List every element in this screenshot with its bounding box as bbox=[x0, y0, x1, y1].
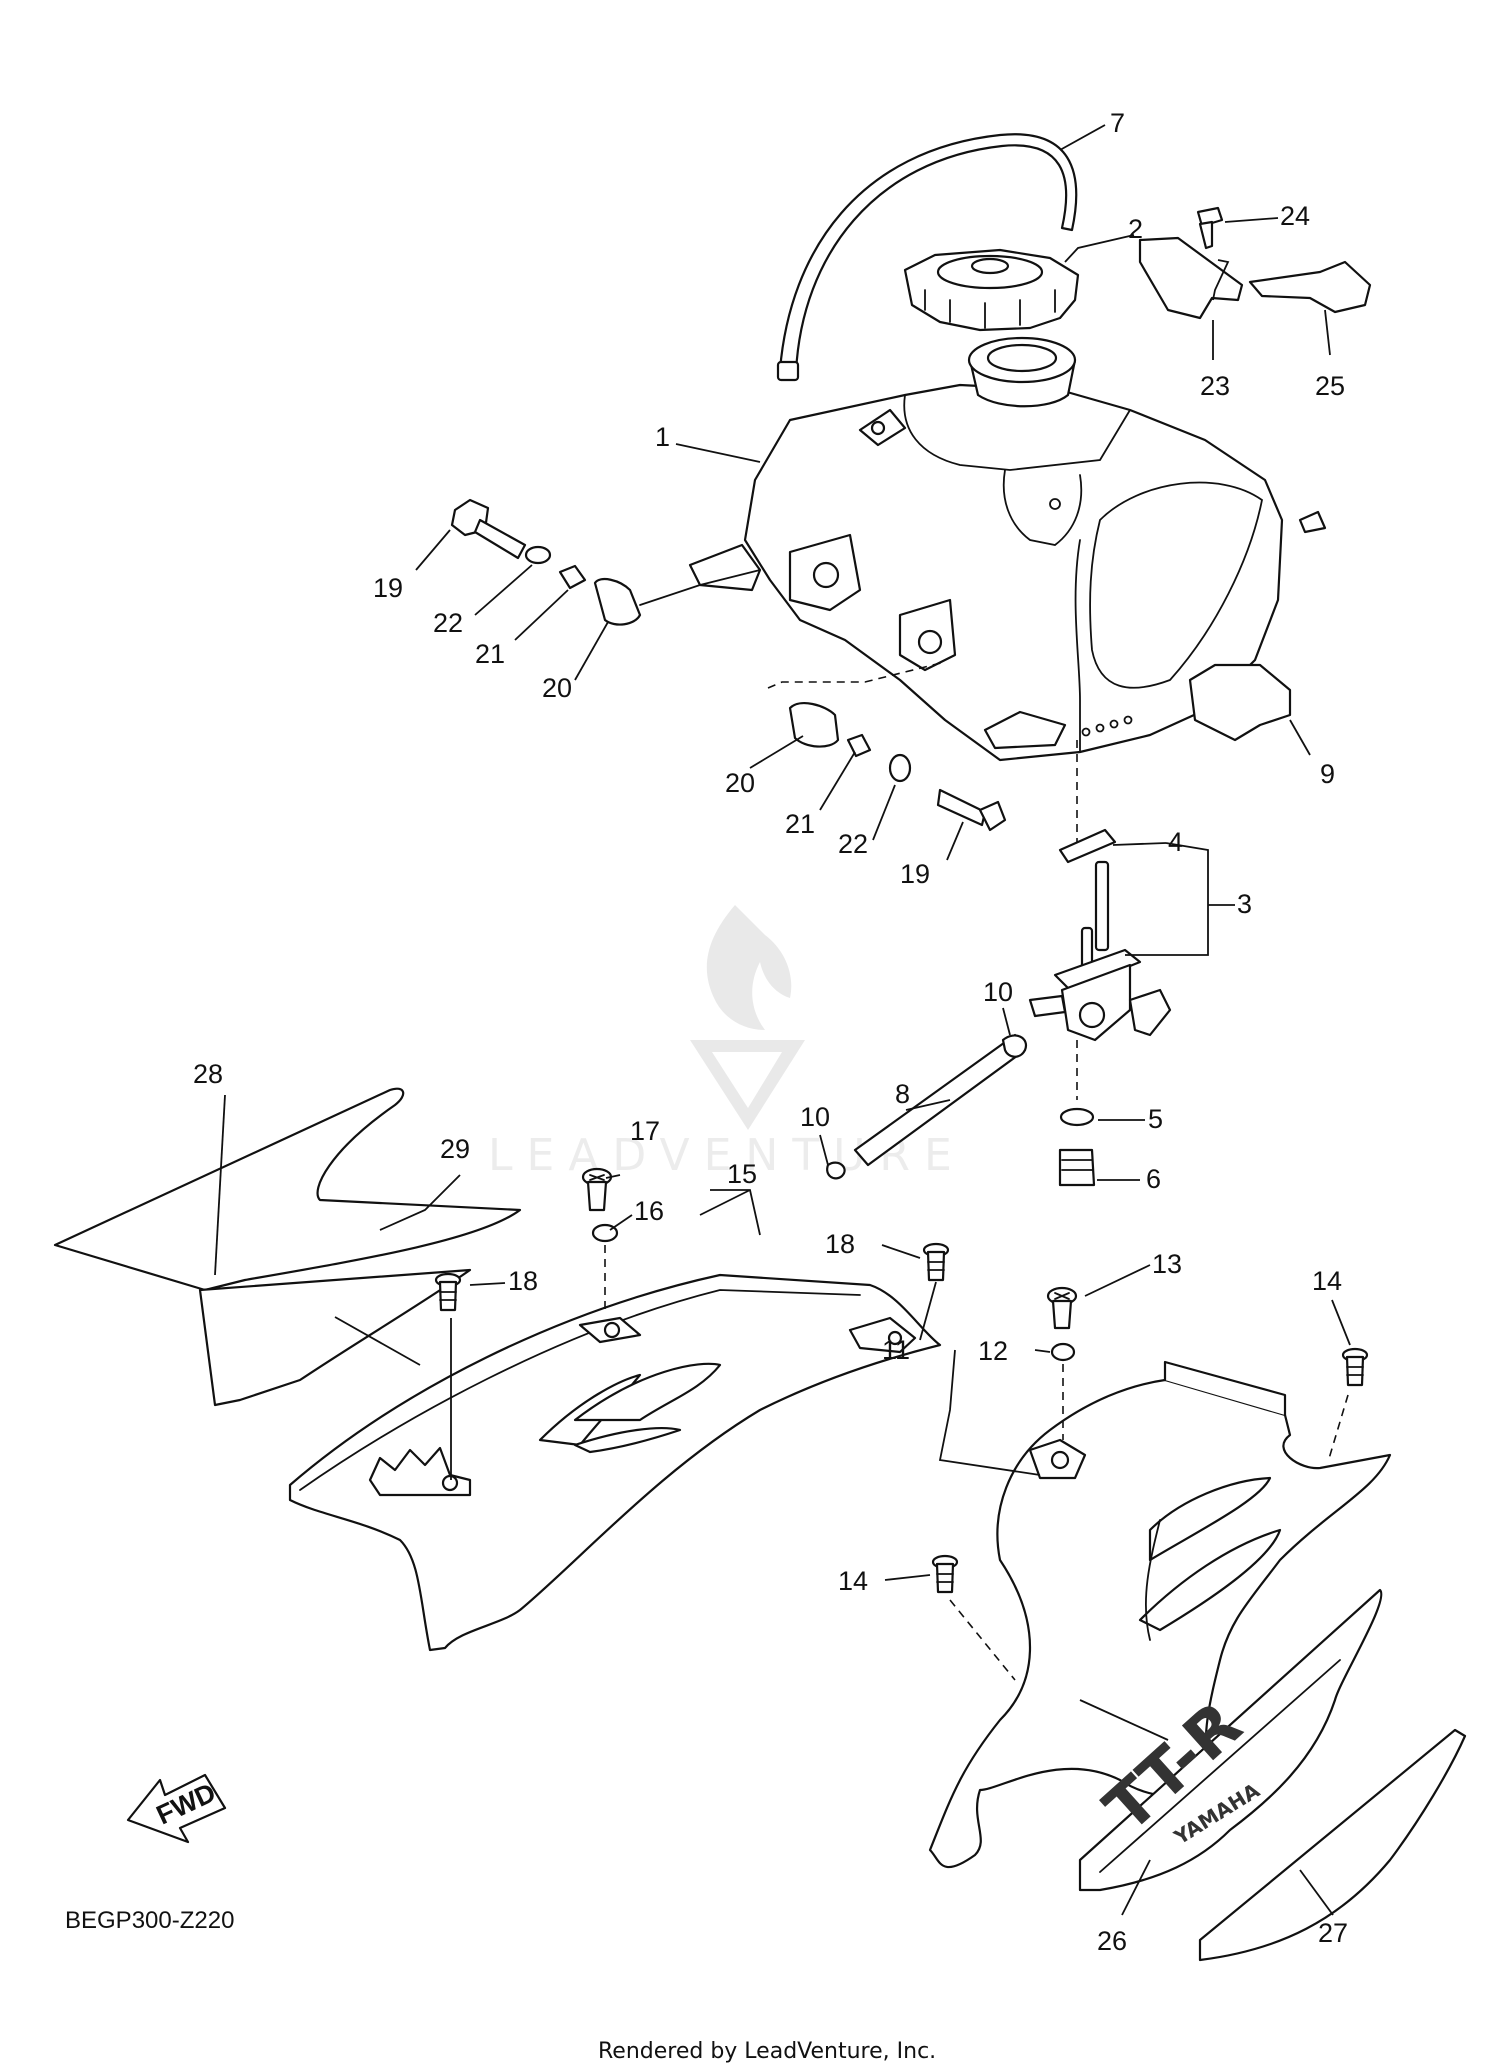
callout-26: 26 bbox=[1097, 1926, 1127, 1956]
fuel-tank bbox=[688, 336, 1327, 762]
callout-labels: 1 2 3 4 5 6 7 8 9 10 10 11 12 13 14 14 1… bbox=[193, 108, 1348, 1956]
callout-9: 9 bbox=[1320, 759, 1335, 789]
diagram-code: BEGP300-Z220 bbox=[65, 1907, 234, 1934]
callout-2: 2 bbox=[1128, 214, 1143, 244]
leader-lines bbox=[214, 124, 1351, 1916]
mount-hardware-left bbox=[450, 498, 761, 626]
callout-5: 5 bbox=[1148, 1104, 1163, 1134]
vent-hose bbox=[778, 133, 1078, 374]
decal-29 bbox=[198, 1268, 472, 1407]
decal-27 bbox=[1198, 1728, 1467, 1962]
fwd-arrow-icon: FWD bbox=[126, 1773, 227, 1844]
callout-22a: 22 bbox=[433, 608, 463, 638]
callout-17: 17 bbox=[630, 1116, 660, 1146]
fastener-13 bbox=[1046, 1286, 1078, 1330]
callout-8: 8 bbox=[895, 1079, 910, 1109]
callout-7: 7 bbox=[1110, 108, 1125, 138]
callout-19b: 19 bbox=[900, 859, 930, 889]
callout-18b: 18 bbox=[825, 1229, 855, 1259]
callout-29: 29 bbox=[440, 1134, 470, 1164]
screw-24 bbox=[1196, 206, 1224, 250]
callout-21a: 21 bbox=[475, 639, 505, 669]
fastener-18a bbox=[434, 1272, 462, 1312]
callout-4: 4 bbox=[1168, 827, 1183, 857]
callout-25: 25 bbox=[1315, 371, 1345, 401]
callout-27: 27 bbox=[1318, 1918, 1348, 1948]
hose-clip-10a bbox=[1001, 1034, 1028, 1058]
fuel-cap bbox=[903, 248, 1080, 332]
callout-18a: 18 bbox=[508, 1266, 538, 1296]
callout-14a: 14 bbox=[1312, 1266, 1342, 1296]
callout-15: 15 bbox=[727, 1159, 757, 1189]
callout-12: 12 bbox=[978, 1336, 1008, 1366]
callout-19a: 19 bbox=[373, 573, 403, 603]
callout-3: 3 bbox=[1237, 889, 1252, 919]
callout-20b: 20 bbox=[725, 768, 755, 798]
fastener-14b-dash bbox=[949, 1599, 1016, 1681]
callout-11: 11 bbox=[882, 1335, 910, 1365]
callout-6: 6 bbox=[1146, 1164, 1161, 1194]
callout-22b: 22 bbox=[838, 829, 868, 859]
side-cover-right bbox=[928, 1360, 1392, 1869]
fastener-14a-dash bbox=[1327, 1394, 1349, 1463]
hose-clip-10b bbox=[826, 1161, 846, 1180]
side-cover-left bbox=[288, 1273, 942, 1652]
callout-28: 28 bbox=[193, 1059, 223, 1089]
callout-24: 24 bbox=[1280, 201, 1310, 231]
fastener-14b bbox=[931, 1554, 959, 1594]
washer-12 bbox=[1050, 1342, 1076, 1362]
decal-28 bbox=[53, 1087, 522, 1292]
render-credit: Rendered by LeadVenture, Inc. bbox=[598, 2039, 936, 2064]
bracket-25 bbox=[1248, 260, 1372, 314]
callout-21b: 21 bbox=[785, 809, 815, 839]
callout-1: 1 bbox=[655, 422, 670, 452]
vent-hose-end bbox=[776, 360, 800, 382]
fastener-17 bbox=[581, 1167, 613, 1212]
callout-14b: 14 bbox=[838, 1566, 868, 1596]
callout-16: 16 bbox=[634, 1196, 664, 1226]
fastener-18b-line bbox=[919, 1281, 937, 1341]
callout-20a: 20 bbox=[542, 673, 572, 703]
callout-13: 13 bbox=[1152, 1249, 1182, 1279]
callout-23: 23 bbox=[1200, 371, 1230, 401]
bracket-23 bbox=[1138, 236, 1244, 320]
callout-10a: 10 bbox=[983, 977, 1013, 1007]
clip-9 bbox=[1188, 663, 1292, 742]
fastener-14a bbox=[1341, 1347, 1369, 1387]
mount-hardware-right bbox=[767, 661, 1007, 832]
fastener-18b bbox=[922, 1242, 950, 1282]
callout-10b: 10 bbox=[800, 1102, 830, 1132]
fuel-cock-assembly bbox=[1028, 740, 1172, 1187]
